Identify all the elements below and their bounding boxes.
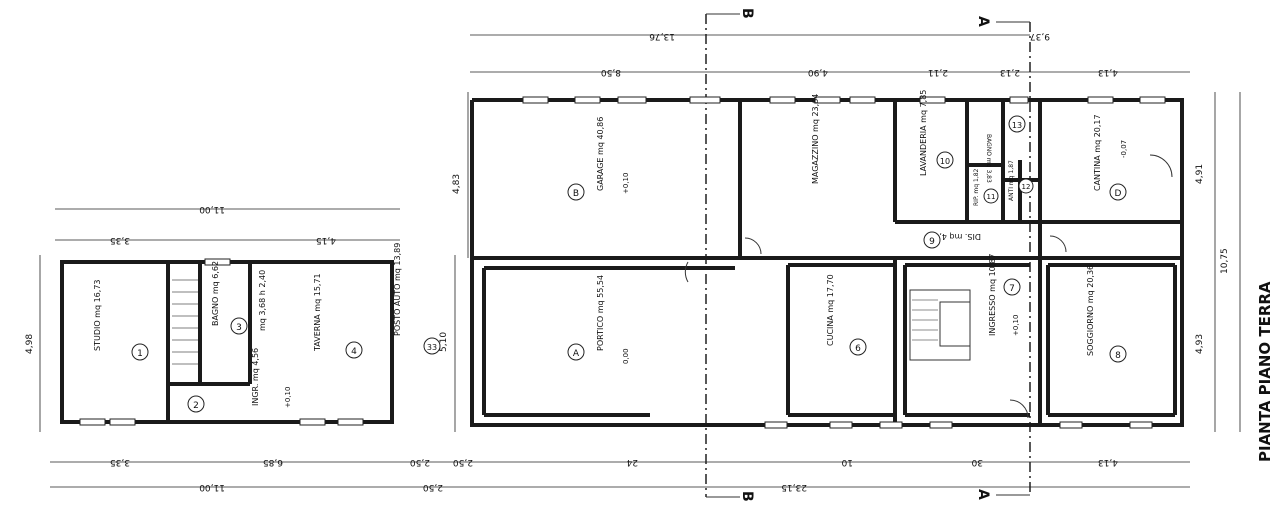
room-9-number: 9	[929, 237, 935, 247]
level-garage: +0,10	[622, 173, 630, 194]
room-3-number: 3	[236, 323, 242, 333]
room-2-number: 2	[193, 401, 199, 411]
plan-title: PIANTA PIANO TERRA	[1256, 281, 1274, 462]
dim-bottom-962: 24	[626, 457, 638, 467]
dim-right-total: 10,75	[1220, 248, 1230, 274]
dim-top-total: 13,76	[649, 31, 675, 41]
room-labels: STUDIO mq 16,73 1 INGR. mq 4,56 2 BAGNO …	[93, 90, 1127, 413]
dim-left-415: 4,15	[316, 235, 336, 245]
room-4-marker	[345, 341, 363, 359]
dim-bottom-250c: 2,50	[423, 482, 443, 492]
room-9-marker	[923, 231, 941, 249]
level-cantina: -0,07	[1120, 140, 1128, 158]
room-8-label: SOGGIORNO mq 20,36	[1086, 265, 1095, 356]
dim-bottom-352: 10	[841, 457, 853, 467]
room-magazzino-label: MAGAZZINO mq 23,64	[811, 94, 820, 184]
dim-left-498: 4,98	[25, 334, 35, 354]
dim-mid-510: 5,10	[439, 332, 449, 352]
room-11-number: 11	[987, 193, 996, 201]
dim-bottom-left-total: 11,00	[199, 482, 225, 492]
room-7-label: INGRESSO mq 10,87	[988, 254, 997, 336]
room-d-marker	[1109, 183, 1127, 201]
room-13-number: 13	[1012, 121, 1022, 130]
room-10-label: LAVANDERIA mq 7,85	[919, 90, 928, 176]
room-12-label: ANTI mq 1,87	[1008, 160, 1015, 201]
dim-top-850: 8,50	[601, 67, 621, 77]
room-b-letter: B	[573, 189, 579, 199]
dim-right-491: 4,91	[1195, 164, 1205, 184]
dimension-lines	[39, 34, 1241, 488]
section-b-line: B B	[705, 8, 755, 502]
room-9-label: DIS. mq 4,73	[929, 232, 981, 241]
dim-right-493: 4,93	[1195, 334, 1205, 354]
room-13-label: BAGNO mq 3,83	[985, 134, 992, 183]
section-b-top: B	[739, 8, 755, 19]
room-d-label: CANTINA mq 20,17	[1093, 114, 1102, 191]
room-33-label: POSTO AUTO mq 13,89	[393, 243, 402, 336]
room-10-number: 10	[940, 157, 950, 166]
room-1-label: STUDIO mq 16,73	[93, 280, 102, 352]
room-11-label: RIP. mq 1,82	[973, 168, 980, 206]
room-a-label: PORTICO mq 55,54	[596, 275, 605, 351]
dim-top-213: 2,13	[1000, 67, 1020, 77]
dim-bottom-434: 30	[971, 457, 983, 467]
room-d-letter: D	[1115, 189, 1122, 199]
room-12-marker	[1018, 178, 1034, 194]
main-building	[470, 96, 1184, 429]
room-3-marker	[230, 317, 248, 335]
dim-bottom-413: 4,13	[1098, 457, 1118, 467]
room-3b-label: mq 3,68 h 2,40	[258, 270, 267, 331]
room-4-label: TAVERNA mq 15,71	[313, 273, 322, 352]
dim-top-490: 4,90	[808, 67, 828, 77]
room-13-marker	[1008, 115, 1026, 133]
section-b-bottom: B	[739, 491, 755, 502]
room-3-label: BAGNO mq 6,62	[211, 261, 220, 326]
level-ingresso: +0,10	[1012, 315, 1020, 336]
dim-top-right: 9,37	[1030, 31, 1050, 41]
room-8-marker	[1109, 345, 1127, 363]
room-33-number: 33	[427, 343, 437, 352]
dim-left-335: 3,35	[110, 235, 130, 245]
room-12-number: 12	[1022, 183, 1031, 191]
room-7-marker	[1003, 278, 1021, 296]
dim-top-211: 2,11	[928, 67, 948, 77]
room-1-marker	[131, 343, 149, 361]
dim-bottom-250: 2,50	[410, 457, 430, 467]
room-7-number: 7	[1009, 284, 1015, 294]
dim-left-total-top: 11,00	[199, 204, 225, 214]
room-10-marker	[936, 151, 954, 169]
left-building	[60, 258, 394, 426]
level-marks: +0,10 0,00 +0,10 +0,10 -0,07	[284, 140, 1128, 408]
room-a-marker	[567, 343, 585, 361]
room-11-marker	[983, 188, 999, 204]
dim-bottom-335: 3,35	[110, 457, 130, 467]
dim-bottom-685: 6,85	[263, 457, 283, 467]
dimension-texts: 13,76 9,37 8,50 4,90 2,11 2,13 4,13 11,0…	[25, 31, 1230, 492]
section-a-top: A	[975, 16, 991, 27]
dim-bottom-250b: 2,50	[453, 457, 473, 467]
level-ingr: +0,10	[284, 387, 292, 408]
dim-top-413: 4,13	[1098, 67, 1118, 77]
room-6-marker	[849, 338, 867, 356]
room-33-marker	[423, 337, 441, 355]
room-1-number: 1	[137, 349, 143, 359]
section-a-bottom: A	[975, 489, 991, 500]
room-2-label: INGR. mq 4,56	[251, 348, 260, 406]
dim-bottom-total: 23,15	[781, 482, 807, 492]
room-6-label: CUCINA mq 17,70	[826, 274, 835, 346]
room-6-number: 6	[855, 344, 861, 354]
room-8-number: 8	[1115, 351, 1121, 361]
room-2-marker	[187, 395, 205, 413]
dim-garage-483: 4,83	[452, 174, 462, 194]
room-a-letter: A	[573, 349, 580, 359]
level-portico: 0,00	[622, 348, 630, 364]
room-4-number: 4	[351, 347, 357, 357]
room-b-marker	[567, 183, 585, 201]
room-b-label: GARAGE mq 40,86	[596, 117, 605, 191]
